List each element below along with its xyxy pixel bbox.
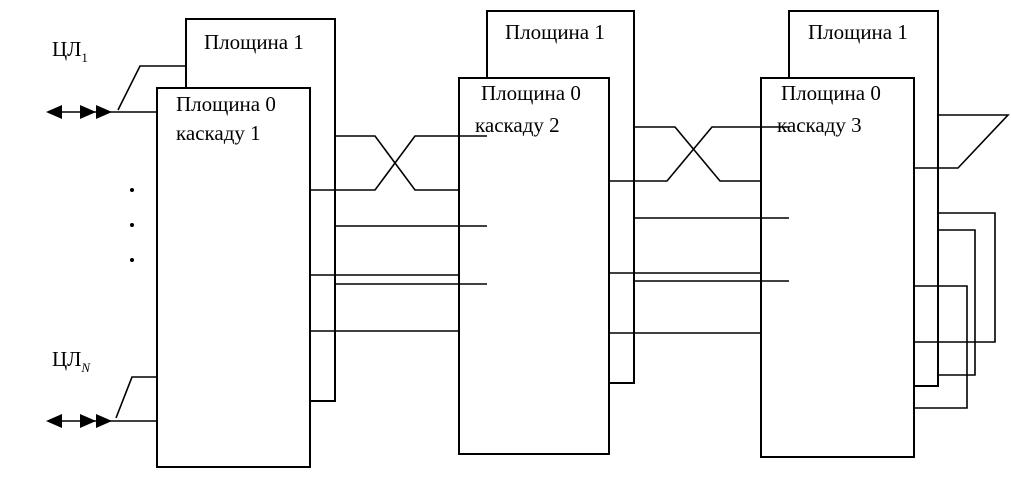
stage1-plane0-label: Площина 0 — [176, 92, 276, 116]
cln-arrow-mid-icon — [80, 414, 96, 428]
link-s1p0-to-s2p1 — [310, 135, 487, 191]
cln-arrow-right-icon — [96, 414, 112, 428]
cln-label: ЦЛN — [52, 347, 91, 375]
cl1-arrow-left-icon — [46, 105, 62, 119]
output-cross-link — [914, 114, 1010, 169]
loopback-inner — [914, 285, 968, 409]
stage3-plane0-box — [760, 77, 915, 458]
stage1-plane1-label: Площина 1 — [204, 30, 304, 54]
ellipsis-dot-3 — [130, 258, 134, 262]
cln-arrow-left-icon — [46, 414, 62, 428]
stage2-plane0-label: Площина 0 — [481, 81, 581, 105]
cln-line-to-plane1 — [115, 376, 157, 419]
cl1-label: ЦЛ1 — [52, 37, 88, 65]
stage2-plane1-label: Площина 1 — [505, 20, 605, 44]
ellipsis-dot-2 — [130, 223, 134, 227]
cl1-line-to-plane1 — [117, 65, 186, 111]
cl1-arrow-right-icon — [96, 105, 112, 119]
cl1-arrow-mid-icon — [80, 105, 96, 119]
stage3-plane1-label: Площина 1 — [808, 20, 908, 44]
stage1-stage-label: каскаду 1 — [176, 121, 261, 145]
stage3-plane0-label: Площина 0 — [781, 81, 881, 105]
ellipsis-dot-1 — [130, 188, 134, 192]
loopback-outer — [914, 212, 996, 343]
stage2-stage-label: каскаду 2 — [475, 113, 560, 137]
link-s1p1-to-s2p0 — [335, 135, 459, 191]
loopback-plane1 — [938, 229, 976, 376]
stage2-plane0-box — [458, 77, 610, 455]
link-s2p1-to-s3p0 — [634, 126, 761, 182]
stage3-stage-label: каскаду 3 — [777, 113, 862, 137]
stage1-plane0-box — [156, 87, 311, 468]
link-s2p0-to-s3p1 — [609, 126, 789, 182]
